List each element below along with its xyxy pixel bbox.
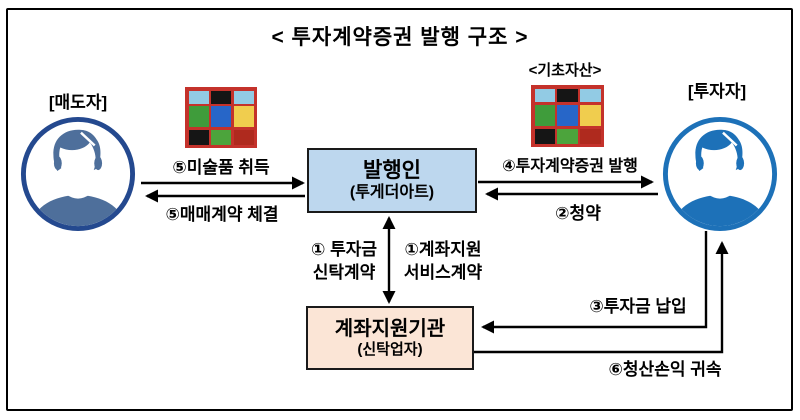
- account-agency-subtitle: (신탁업자): [357, 340, 423, 358]
- artwork-cell: [534, 128, 555, 144]
- artwork-image: [185, 87, 257, 148]
- artwork-cell: [188, 90, 209, 104]
- flow-label-subscription: ②청약: [555, 204, 601, 223]
- issuer-box: 발행인 (투게더아트): [307, 148, 477, 213]
- flow-label-account-service: ①계좌지원 서비스계약: [395, 238, 491, 284]
- artwork-cell: [211, 129, 231, 145]
- issuer-title: 발행인: [363, 159, 421, 183]
- seller-label: [매도자]: [48, 93, 108, 112]
- artwork-cell: [211, 90, 231, 104]
- flow-label-payment: ③투자금 납입: [589, 297, 687, 316]
- seller-avatar-icon: [19, 115, 137, 233]
- trust-contract-line1: ① 투자금: [310, 240, 378, 259]
- investor-avatar-icon: [661, 115, 779, 233]
- flow-label-issue-securities: ④투자계약증권 발행: [502, 158, 638, 175]
- flow-label-sale-contract: ⑤매매계약 체결: [165, 205, 279, 224]
- diagram-title: < 투자계약증권 발행 구조 >: [271, 26, 529, 49]
- artwork-cell: [534, 104, 555, 126]
- issuer-subtitle: (투게더아트): [349, 184, 435, 202]
- artwork-cell: [580, 88, 601, 102]
- underlying-asset-label: <기초자산>: [528, 62, 602, 79]
- account-service-line1: ①계좌지원: [404, 240, 482, 259]
- account-agency-title: 계좌지원기관: [334, 317, 446, 340]
- artwork-cell: [188, 106, 209, 128]
- artwork-cell: [534, 88, 555, 102]
- artwork-cell: [211, 106, 231, 128]
- account-agency-box: 계좌지원기관 (신탁업자): [306, 306, 474, 370]
- investor-label: [투자자]: [687, 82, 747, 101]
- trust-contract-line2: 신탁계약: [312, 263, 376, 282]
- artwork-cell: [557, 104, 578, 126]
- artwork-cell: [188, 129, 209, 145]
- account-service-line2: 서비스계약: [403, 263, 483, 282]
- artwork-cell: [233, 106, 254, 128]
- artwork-cell: [580, 104, 601, 126]
- underlying-asset-artwork-image: [531, 85, 604, 147]
- outer-border: [6, 8, 793, 411]
- flow-label-trust-contract: ① 투자금 신탁계약: [301, 238, 387, 284]
- artwork-cell: [557, 128, 578, 144]
- flow-label-acquire-art: ⑤미술품 취득: [172, 158, 270, 177]
- artwork-cell: [557, 88, 578, 102]
- artwork-cell: [233, 90, 254, 104]
- flow-label-liquidation: ⑥청산손익 귀속: [608, 360, 722, 379]
- artwork-cell: [233, 129, 254, 145]
- artwork-cell: [580, 128, 601, 144]
